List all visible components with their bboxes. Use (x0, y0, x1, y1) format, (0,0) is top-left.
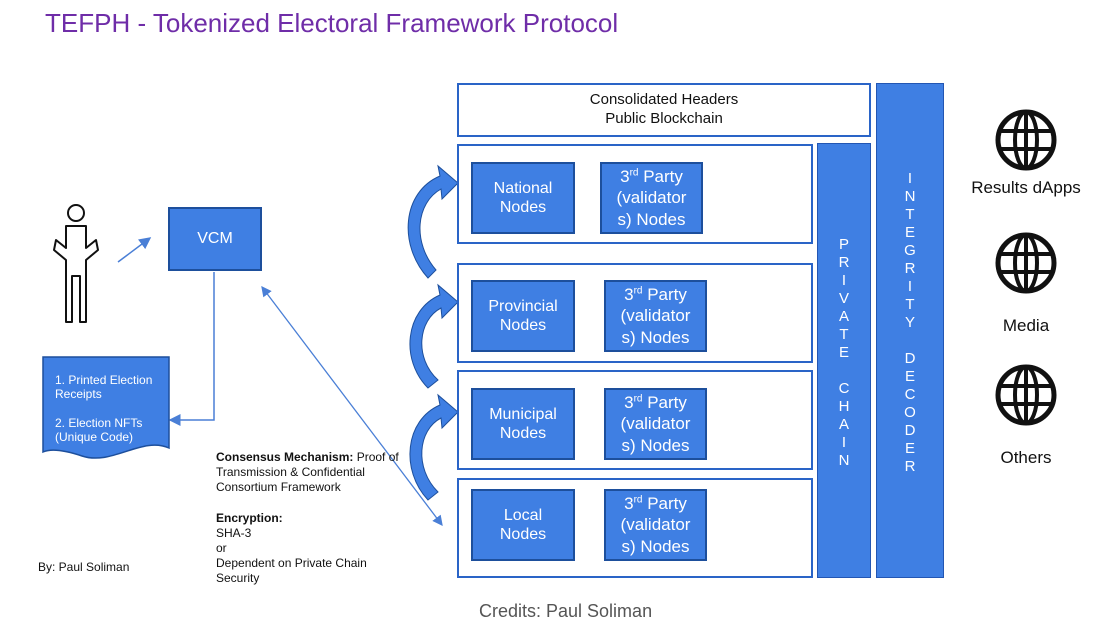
receipts-item-printed: 1. Printed Election Receipts (55, 373, 153, 402)
private-chain-letter: P (838, 236, 849, 253)
diagram-title: TEFPH - Tokenized Electoral Framework Pr… (45, 8, 619, 38)
vcm-to-local-arrow (261, 285, 443, 527)
integrity-decoder-letter: I (907, 170, 913, 187)
validator-line-2: (validator (620, 306, 691, 326)
receipts-document-shape (42, 356, 170, 459)
encryption-label: Encryption: (216, 511, 283, 525)
local-nodes-box: Local Nodes (471, 489, 575, 561)
integrity-decoder-letter: E (904, 440, 915, 457)
validator-line-3: s) Nodes (621, 536, 690, 556)
private-chain-letter: H (838, 398, 850, 415)
integrity-decoder-letter: D (904, 422, 916, 439)
curved-arrow-local-municipal (409, 393, 459, 501)
media-label: Media (1002, 316, 1050, 335)
header-line-2: Public Blockchain (605, 110, 723, 127)
validator-prefix: 3 (624, 285, 634, 305)
integrity-decoder-letter: T (905, 296, 915, 313)
validator-line-3: s) Nodes (621, 435, 690, 455)
consensus-description: Proof of Transmission & Confidential Con… (216, 450, 399, 494)
encryption-line-2: or (216, 541, 227, 555)
curved-arrow-municipal-provincial (409, 283, 459, 389)
integrity-decoder-letter: C (904, 386, 916, 403)
private-chain-letter: I (841, 434, 847, 451)
validator-line-3: s) Nodes (621, 327, 690, 347)
private-chain-letter: A (838, 416, 849, 433)
others-label: Others (1000, 448, 1052, 467)
consolidated-headers-box: Consolidated Headers Public Blockchain (457, 83, 871, 137)
integrity-decoder-letter: R (904, 260, 916, 277)
national-nodes-box: National Nodes (471, 162, 575, 234)
integrity-decoder-letter: R (904, 458, 916, 475)
receipts-text: 1. Printed Election Receipts 2. Election… (55, 373, 165, 445)
encryption-text: Encryption: SHA-3 or Dependent on Privat… (216, 511, 396, 586)
integrity-decoder-letter: G (904, 242, 916, 259)
provincial-nodes-label: Provincial Nodes (488, 297, 558, 334)
voter-person-icon (53, 204, 99, 323)
validator-sup: rd (633, 285, 643, 297)
provincial-nodes-box: Provincial Nodes (471, 280, 575, 352)
globe-icon (995, 364, 1057, 426)
validator-prefix: 3 (620, 167, 630, 187)
local-nodes-label: Local Nodes (499, 506, 547, 543)
results-dapps-label: Results dApps (971, 178, 1081, 197)
vcm-to-receipts-connector (168, 272, 215, 426)
globe-icon (995, 109, 1057, 171)
private-chain-letter: N (838, 452, 850, 469)
private-chain-letter: A (838, 308, 849, 325)
integrity-decoder-letter: E (904, 368, 915, 385)
validator-line-3: s) Nodes (617, 209, 686, 229)
vcm-label: VCM (197, 230, 233, 248)
private-chain-letter: T (839, 326, 849, 343)
author-text: By: Paul Soliman (38, 560, 130, 574)
integrity-decoder-letter: N (904, 188, 916, 205)
national-nodes-label: National Nodes (493, 179, 553, 216)
validator-line-1: Party (642, 393, 687, 413)
integrity-decoder-letter: E (904, 224, 915, 241)
validator-line-2: (validator (620, 414, 691, 434)
private-chain-letter: V (838, 290, 849, 307)
integrity-decoder-letter: D (904, 350, 916, 367)
integrity-decoder-letter: O (904, 404, 916, 421)
curved-arrow-provincial-national (407, 164, 459, 279)
validator-line-2: (validator (616, 188, 687, 208)
private-chain-letter: R (838, 254, 850, 271)
encryption-line-1: SHA-3 (216, 526, 252, 540)
person-to-vcm-arrow (117, 237, 152, 263)
integrity-decoder-letter: Y (904, 314, 915, 331)
integrity-decoder-letter: T (905, 206, 915, 223)
municipal-nodes-label: Municipal Nodes (489, 405, 557, 442)
validator-prefix: 3 (624, 494, 634, 514)
header-line-1: Consolidated Headers (589, 91, 739, 109)
credits-caption: Credits: Paul Soliman (479, 601, 653, 621)
validator-prefix: 3 (624, 393, 634, 413)
validator-line-1: Party (642, 285, 687, 305)
validator-line-1: Party (638, 167, 683, 187)
validator-sup: rd (633, 393, 643, 405)
receipts-item-nfts: 2. Election NFTs (Unique Code) (55, 415, 143, 445)
vcm-box: VCM (168, 207, 262, 271)
integrity-decoder-letter: I (907, 278, 913, 295)
private-chain-letter: C (838, 380, 850, 397)
validator-line-1: Party (642, 494, 687, 514)
globe-icon (995, 232, 1057, 294)
validator-sup: rd (633, 494, 643, 506)
private-chain-letter: E (838, 344, 849, 361)
municipal-nodes-box: Municipal Nodes (471, 388, 575, 460)
validator-line-2: (validator (620, 515, 691, 535)
consensus-label: Consensus Mechanism: (216, 450, 354, 464)
private-chain-letter: I (841, 272, 847, 289)
encryption-line-3: Dependent on Private Chain Security (216, 556, 367, 585)
consensus-mechanism-text: Consensus Mechanism: Proof of Transmissi… (216, 450, 416, 495)
validator-sup: rd (629, 167, 639, 179)
